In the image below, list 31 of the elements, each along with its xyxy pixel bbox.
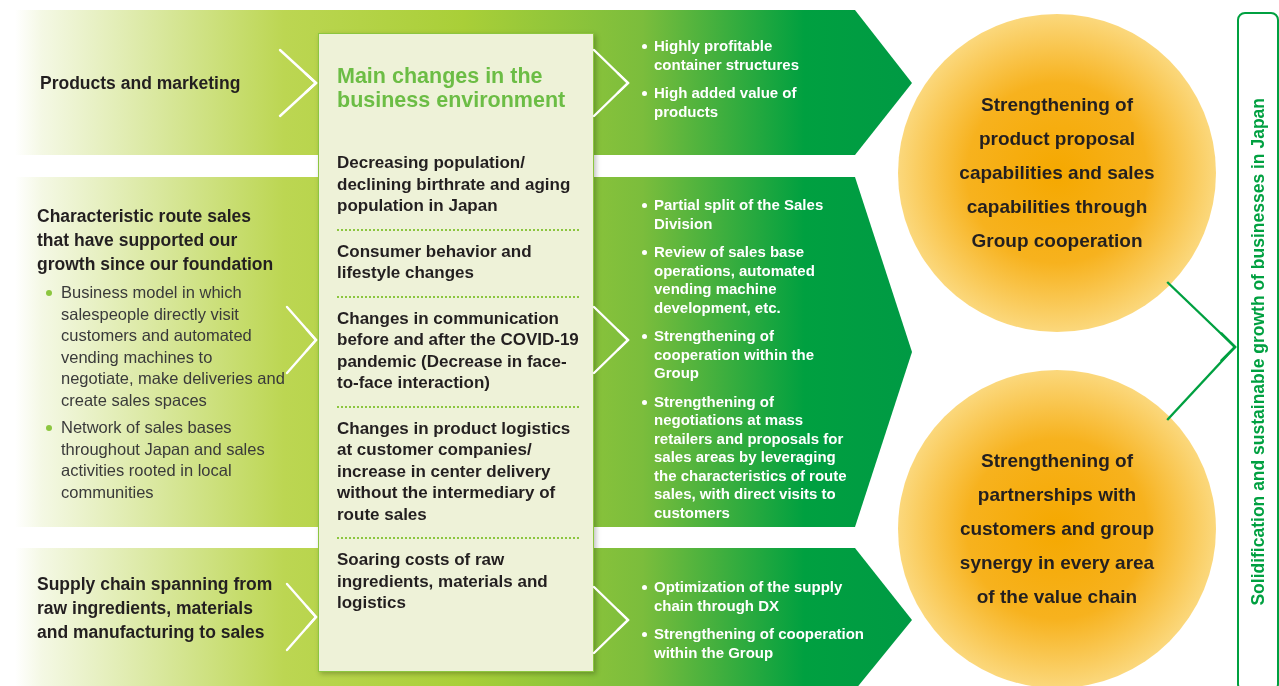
- heading-text: Supply chain spanning from raw ingredients, materials and manufacturing to sales: [37, 573, 274, 644]
- chevron-arrow: [592, 48, 630, 118]
- chevron-arrow: [592, 305, 630, 375]
- change-text: Soaring costs of raw ingredients, materials and logistics: [337, 549, 549, 614]
- heading-text: Characteristic route sales that have supported our growth since our foundation: [37, 205, 275, 276]
- chevron-arrow: [278, 48, 318, 118]
- bullet-text: Strengthening of cooperation within the Group: [640, 625, 870, 662]
- chevron-arrow: [285, 305, 318, 375]
- change-text: Decreasing population/ declining birthrate and aging population in Japan: [337, 152, 572, 217]
- bullet-text: Optimization of the supply chain through DX: [640, 578, 870, 615]
- circle-text: Strengthening of product proposal capabilities and sales capabilities through Group cooperation: [958, 93, 1156, 253]
- panel-card: [318, 33, 594, 672]
- change-text: Changes in product logistics at customer companies/ increase in center delivery without the intermediary of route sales: [337, 417, 572, 526]
- circle-text: Strengthening of partnerships with customers and group synergy in every area of the value chain: [958, 449, 1156, 609]
- vertical-banner: [1237, 12, 1279, 686]
- heading-text: Products and marketing: [40, 72, 242, 95]
- bullet-text: Network of sales bases throughout Japan and sales activities rooted in local communities: [37, 417, 287, 503]
- chevron-arrow: [592, 585, 630, 655]
- chevron-arrow: [1166, 331, 1237, 421]
- chevron-arrow: [285, 582, 318, 652]
- bullet-text: Partial split of the Sales Division: [640, 196, 862, 233]
- change-text: Consumer behavior and lifestyle changes: [337, 240, 533, 284]
- bullet-text: Highly profitable container structures: [640, 37, 820, 74]
- panel-heading: Main changes in the business environment: [337, 64, 567, 112]
- bullet-text: High added value of products: [640, 84, 820, 121]
- bullet-text: Business model in which salespeople directly visit customers and automated vending machines to negotiate, make deliveries and create sales spaces: [37, 282, 287, 411]
- bullet-text: Strengthening of cooperation within the Group: [640, 327, 862, 383]
- bullet-text: Strengthening of negotiations at mass retailers and proposals for sales areas by leveraging the characteristics of route sales, with direct visits to customers: [640, 392, 862, 522]
- bullet-text: Review of sales base operations, automated vending machine development, etc.: [640, 243, 862, 317]
- banner-text: Solidification and sustainable growth of businesses in Japan: [1247, 98, 1269, 606]
- change-text: Changes in communication before and after the COVID-19 pandemic (Decrease in face-to-face interaction): [337, 307, 579, 394]
